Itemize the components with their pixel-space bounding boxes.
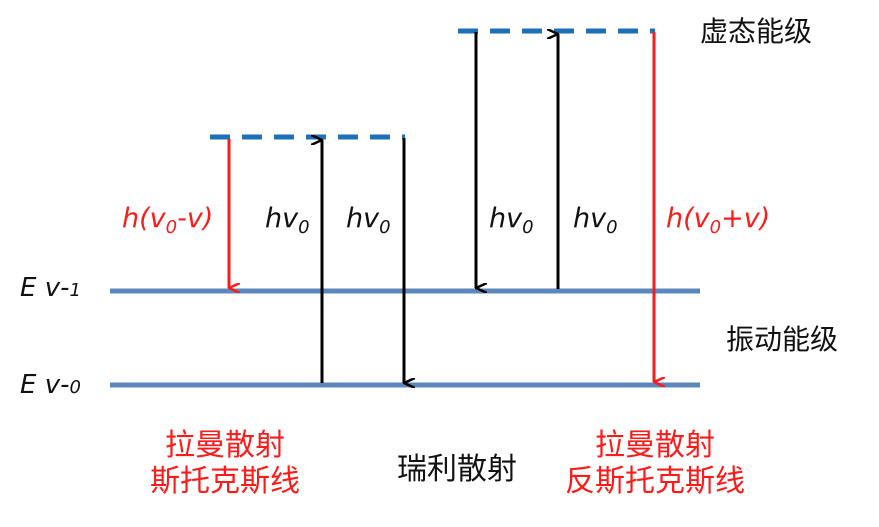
photon-label-3-main: hv <box>489 203 523 234</box>
level-v0-label: E v-0 <box>20 372 81 398</box>
stokes-energy-sub: 0 <box>165 217 178 238</box>
stokes-caption-line1: 拉曼散射 <box>165 428 285 463</box>
anti-stokes-energy-label: h(v0+v) <box>666 205 770 237</box>
stokes-energy-label: h(v0-v) <box>122 205 213 237</box>
photon-label-1-main: hv <box>265 203 299 234</box>
photon-label-4-sub: 0 <box>606 217 618 238</box>
photon-label-2-sub: 0 <box>379 217 391 238</box>
level-v1-label-sub: 1 <box>69 280 81 301</box>
photon-label-2: hv0 <box>346 205 391 237</box>
photon-label-1: hv0 <box>265 205 310 237</box>
photon-label-4-main: hv <box>573 203 607 234</box>
photon-label-1-sub: 0 <box>298 217 310 238</box>
stokes-energy-prefix: h(v <box>122 203 166 234</box>
photon-label-2-main: hv <box>346 203 380 234</box>
virtual-level-label: 虚态能级 <box>700 15 813 48</box>
level-v0-label-main: E v- <box>20 370 70 400</box>
photon-label-3-sub: 0 <box>522 217 534 238</box>
vibrational-level-label: 振动能级 <box>726 323 839 356</box>
stokes-energy-suffix: -v) <box>177 203 214 234</box>
anti-stokes-energy-sub: 0 <box>709 217 722 238</box>
anti-stokes-energy-suffix: +v) <box>721 203 771 234</box>
anti-stokes-caption-line2: 反斯托克斯线 <box>565 464 745 499</box>
level-v0-label-sub: 0 <box>69 377 81 398</box>
anti-stokes-caption: 拉曼散射 反斯托克斯线 <box>545 428 765 500</box>
stokes-caption-line2: 斯托克斯线 <box>150 464 300 499</box>
photon-label-4: hv0 <box>573 205 618 237</box>
stokes-caption: 拉曼散射 斯托克斯线 <box>120 428 330 500</box>
anti-stokes-energy-prefix: h(v <box>666 203 710 234</box>
level-v1-label: E v-1 <box>20 275 81 301</box>
level-v1-label-main: E v- <box>20 273 70 303</box>
photon-label-3: hv0 <box>489 205 534 237</box>
anti-stokes-caption-line1: 拉曼散射 <box>595 428 715 463</box>
rayleigh-caption: 瑞利散射 <box>397 452 517 487</box>
